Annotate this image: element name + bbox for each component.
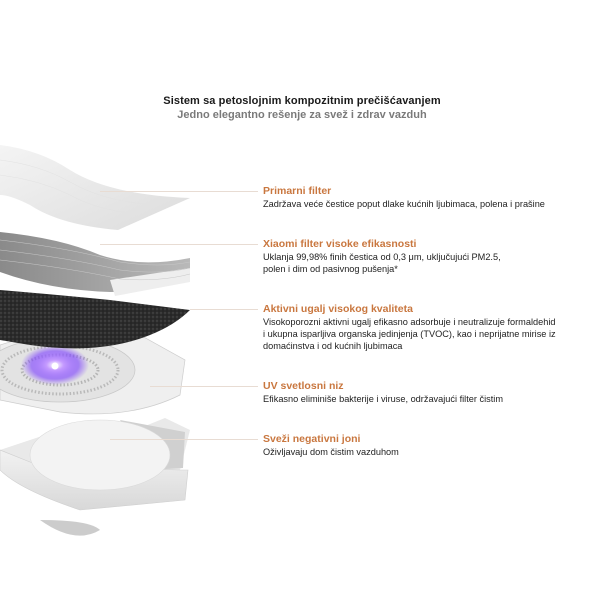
uv-fan-layer	[0, 331, 186, 415]
callout-negative-ions: Sveži negativni joni Oživljavaju dom čis…	[263, 433, 603, 458]
callout-title: Sveži negativni joni	[263, 433, 361, 445]
callout-description: Zadržava veće čestice poput dlake kućnih…	[263, 199, 545, 209]
callout-title: Xiaomi filter visoke efikasnosti	[263, 238, 417, 250]
leader-line-carbon	[190, 309, 258, 310]
callout-description-line: i ukupna isparljiva organska jedinjenja …	[263, 329, 556, 339]
page-subtitle: Jedno elegantno rešenje za svež i zdrav …	[177, 109, 427, 121]
primary-filter-layer	[0, 145, 190, 230]
leader-line-ions	[110, 439, 258, 440]
leader-line-hepa	[100, 244, 258, 245]
callout-title: Aktivni ugalj visokog kvaliteta	[263, 303, 413, 315]
callout-description: Efikasno eliminiše bakterije i viruse, o…	[263, 394, 503, 404]
callout-description: Oživljavaju dom čistim vazduhom	[263, 447, 399, 457]
callout-description-line: domaćinstva i od kućnih ljubimaca	[263, 341, 403, 351]
page-title: Sistem sa petoslojnim kompozitnim prečiš…	[163, 95, 441, 107]
leader-line-uv	[150, 386, 258, 387]
hepa-layer	[0, 232, 191, 296]
callout-uv-light: UV svetlosni niz Efikasno eliminiše bakt…	[263, 380, 603, 405]
carbon-layer	[0, 290, 190, 349]
callout-hepa-filter: Xiaomi filter visoke efikasnosti Uklanja…	[263, 238, 603, 275]
callout-title: Primarni filter	[263, 185, 332, 197]
callout-description-line: Uklanja 99,98% finih čestica od 0,3 μm, …	[263, 252, 501, 262]
leader-line-primary	[100, 191, 258, 192]
callout-activated-carbon: Aktivni ugalj visokog kvaliteta Visokopo…	[263, 303, 603, 352]
callout-title: UV svetlosni niz	[263, 380, 344, 392]
header: Sistem sa petoslojnim kompozitnim prečiš…	[0, 94, 604, 122]
callout-primary-filter: Primarni filter Zadržava veće čestice po…	[263, 185, 603, 210]
callout-description-line: Visokoporozni aktivni ugalj efikasno ads…	[263, 317, 556, 327]
filter-layers-illustration	[0, 145, 191, 536]
callout-description-line: polen i dim od pasivnog pušenja*	[263, 264, 398, 274]
base-tray-layer	[0, 418, 190, 536]
